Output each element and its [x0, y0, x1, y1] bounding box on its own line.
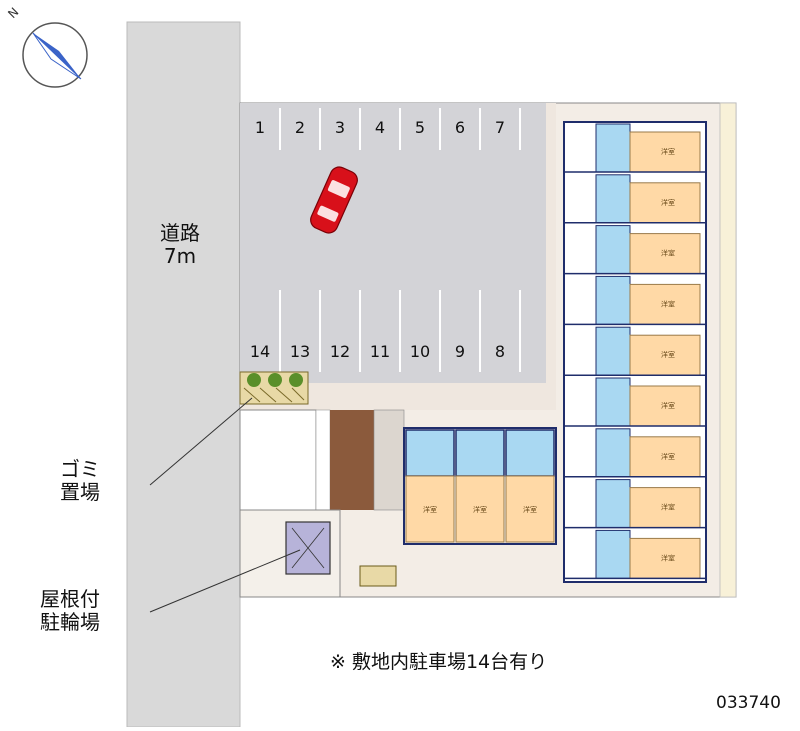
apartment-unit: 洋室	[564, 529, 706, 580]
compass-icon: N	[5, 5, 88, 88]
stall-dividers-top	[279, 108, 521, 150]
stall-number-top: 7	[494, 118, 506, 137]
road-width: 7m	[163, 244, 197, 268]
room-label: 洋室	[523, 505, 537, 514]
room-label: 洋室	[423, 505, 437, 514]
apartment-unit: 洋室	[505, 429, 555, 543]
reference-number: 033740	[716, 693, 781, 713]
road	[126, 21, 241, 728]
callout-garbage-line2: 置場	[60, 480, 100, 504]
brick-paving	[330, 410, 374, 510]
walkway	[373, 409, 405, 511]
apartment-unit: 洋室	[564, 123, 706, 173]
apartment-unit: 洋室	[564, 275, 706, 326]
room-label: 洋室	[661, 503, 675, 512]
parking-lot	[240, 103, 546, 383]
apartment-unit: 洋室	[564, 377, 706, 427]
apartment-unit: 洋室	[564, 326, 706, 376]
callout-garbage-line1: ゴミ	[60, 457, 100, 481]
callout-line-garbage	[149, 397, 253, 486]
stall-number-bottom: 14	[249, 342, 271, 361]
parking-note: ※ 敷地内駐車場14台有り	[330, 651, 548, 673]
room-label: 洋室	[661, 401, 675, 410]
car-icon	[310, 166, 358, 234]
stall-number-bottom: 8	[494, 342, 506, 361]
room-label: 洋室	[661, 249, 675, 258]
apartment-unit: 洋室	[564, 428, 706, 478]
apartment-unit: 洋室	[564, 174, 706, 224]
road-label: 道路 7m	[130, 222, 230, 268]
east-strip	[719, 102, 737, 598]
apartment-unit: 洋室	[405, 429, 455, 543]
stall-number-bottom: 10	[409, 342, 431, 361]
callout-garbage: ゴミ 置場	[40, 458, 120, 504]
room-label: 洋室	[661, 147, 675, 156]
apartment-unit: 洋室	[564, 225, 706, 275]
stall-number-bottom: 11	[369, 342, 391, 361]
stall-number-bottom: 9	[454, 342, 466, 361]
apartment-south-wing: 洋室 洋室 洋室	[403, 427, 557, 545]
stall-number-top: 4	[374, 118, 386, 137]
apartment-unit: 洋室	[564, 479, 706, 529]
stall-number-top: 5	[414, 118, 426, 137]
compass-north-label: N	[5, 5, 21, 21]
stall-dividers-bottom	[279, 290, 521, 372]
stall-number-top: 6	[454, 118, 466, 137]
building-block	[239, 409, 317, 511]
bench	[359, 565, 397, 587]
stall-number-top: 2	[294, 118, 306, 137]
stall-number-bottom: 12	[329, 342, 351, 361]
stall-number-bottom: 13	[289, 342, 311, 361]
room-label: 洋室	[661, 350, 675, 359]
room-label: 洋室	[661, 198, 675, 207]
room-label: 洋室	[661, 452, 675, 461]
south-wing-outline	[403, 427, 557, 545]
room-label: 洋室	[661, 299, 675, 308]
road-name: 道路	[160, 221, 200, 245]
callout-bicycle-line1: 屋根付	[40, 587, 100, 611]
room-label: 洋室	[661, 553, 675, 562]
entrance-steps	[315, 409, 331, 511]
stall-number-top: 3	[334, 118, 346, 137]
apartment-unit: 洋室	[455, 429, 505, 543]
stall-number-top: 1	[254, 118, 266, 137]
room-label: 洋室	[473, 505, 487, 514]
callout-line-bicycle	[149, 549, 301, 613]
callout-bicycle-line2: 駐輪場	[40, 610, 100, 634]
callout-bicycle: 屋根付 駐輪場	[20, 588, 120, 634]
